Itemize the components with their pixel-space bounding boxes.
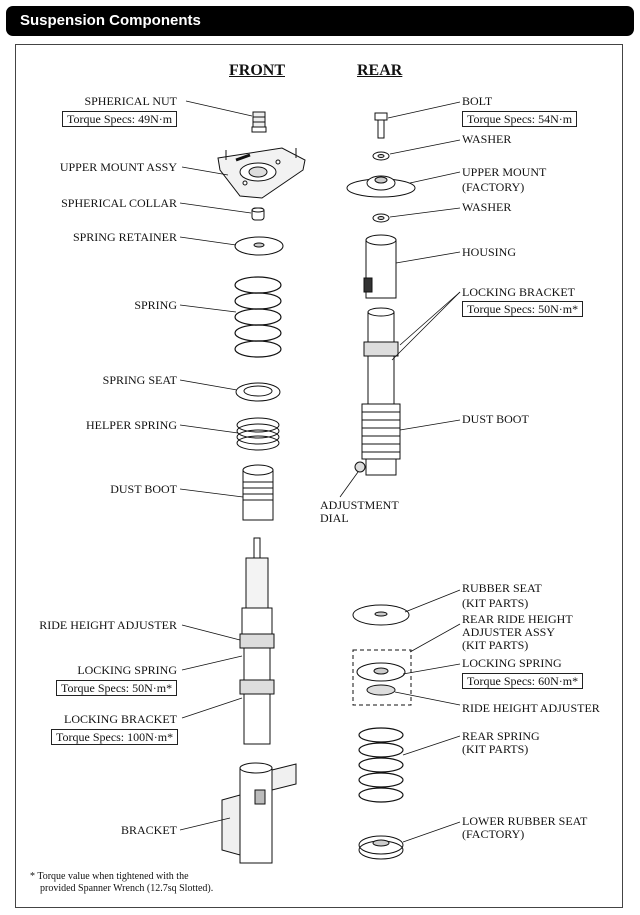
front-column-heading: FRONT (229, 62, 285, 79)
rear-washer-top (372, 151, 390, 161)
label-front-ride-height-adjuster: RIDE HEIGHT ADJUSTER (39, 618, 177, 632)
front-main-spring (234, 276, 282, 358)
label-upper-mount-assy: UPPER MOUNT ASSY (59, 160, 177, 174)
front-spring-retainer (234, 236, 284, 256)
label-rear-ride-height-line1: REAR RIDE HEIGHT (462, 612, 573, 626)
diagram-frame (15, 44, 623, 908)
section-title: Suspension Components (20, 12, 201, 29)
label-adjustment-dial-line2: DIAL (320, 511, 349, 525)
label-housing: HOUSING (462, 245, 516, 259)
torque-spherical-nut: Torque Specs: 49N·m (62, 111, 178, 127)
front-bracket (221, 762, 297, 864)
label-front-locking-spring: LOCKING SPRING (77, 663, 177, 677)
rear-shock-body (363, 307, 399, 405)
torque-bolt: Torque Specs: 54N·m (462, 111, 578, 127)
label-rear-spring-line2: (KIT PARTS) (462, 742, 529, 756)
rear-rubber-seat (352, 604, 410, 626)
rear-dust-boot (354, 403, 401, 476)
rear-housing (363, 234, 397, 299)
label-upper-mount-line1: UPPER MOUNT (462, 165, 547, 179)
rear-washer-bottom (372, 213, 390, 223)
torque-rear-locking-spring: Torque Specs: 60N·m* (462, 673, 584, 689)
footnote-line1: * Torque value when tightened with the (30, 871, 189, 882)
rear-upper-mount (346, 175, 416, 198)
front-upper-mount-assy (217, 147, 306, 199)
label-spring-retainer: SPRING RETAINER (72, 230, 177, 244)
label-upper-mount-line2: (FACTORY) (462, 180, 525, 194)
footnote-line2: provided Spanner Wrench (12.7sq Slotted)… (40, 883, 214, 894)
front-dust-boot (242, 464, 274, 521)
torque-front-locking-bracket: Torque Specs: 100N·m* (51, 729, 179, 745)
front-spherical-collar (251, 207, 265, 221)
label-spherical-nut: SPHERICAL NUT (84, 94, 177, 108)
label-spring: SPRING (134, 298, 177, 312)
label-bracket: BRACKET (120, 823, 177, 837)
section-header: Suspension Components (6, 6, 634, 36)
leader-lines (179, 100, 461, 843)
torque-front-locking-spring: Torque Specs: 50N·m* (56, 680, 178, 696)
rear-spring (358, 727, 404, 803)
label-spring-seat: SPRING SEAT (102, 373, 177, 387)
label-front-dust-boot: DUST BOOT (110, 482, 177, 496)
label-lower-rubber-seat-line1: LOWER RUBBER SEAT (462, 814, 588, 828)
label-rubber-seat-line1: RUBBER SEAT (462, 581, 542, 595)
label-rear-ride-height-line2: ADJUSTER ASSY (462, 625, 556, 639)
front-spring-seat (235, 382, 281, 402)
rear-bolt (374, 112, 388, 139)
front-shock-body (239, 537, 275, 745)
label-spherical-collar: SPHERICAL COLLAR (61, 196, 177, 210)
label-washer-top: WASHER (462, 132, 512, 146)
label-rear-locking-bracket: LOCKING BRACKET (462, 285, 575, 299)
torque-footnote: * Torque value when tightened with the p… (30, 871, 213, 895)
label-rubber-seat-line2: (KIT PARTS) (462, 596, 529, 610)
rear-ride-height-adjuster-assy (352, 649, 412, 706)
label-bolt: BOLT (462, 94, 493, 108)
label-rear-dust-boot: DUST BOOT (462, 412, 529, 426)
label-helper-spring: HELPER SPRING (85, 418, 177, 432)
front-spherical-nut (251, 111, 267, 133)
label-front-locking-bracket: LOCKING BRACKET (64, 712, 177, 726)
label-rear-spring-line1: REAR SPRING (462, 729, 540, 743)
torque-rear-locking-bracket: Torque Specs: 50N·m* (462, 301, 584, 317)
label-washer-bottom: WASHER (462, 200, 512, 214)
label-rear-ride-height-line3: (KIT PARTS) (462, 638, 529, 652)
rear-lower-rubber-seat (358, 835, 404, 860)
label-rear-locking-spring: LOCKING SPRING (462, 656, 562, 670)
label-lower-rubber-seat-line2: (FACTORY) (462, 827, 525, 841)
rear-column-heading: REAR (357, 62, 403, 79)
label-adjustment-dial-line1: ADJUSTMENT (320, 498, 399, 512)
label-rear-ride-height-adjuster: RIDE HEIGHT ADJUSTER (462, 701, 600, 715)
front-helper-spring (236, 417, 280, 451)
